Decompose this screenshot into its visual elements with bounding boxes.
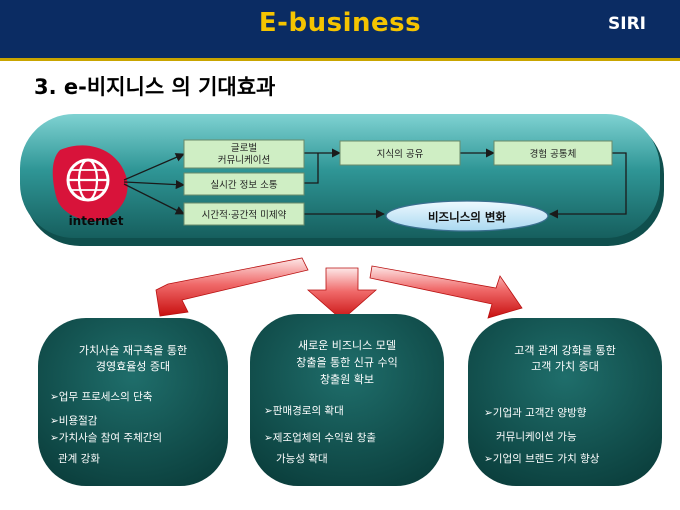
header-divider: [0, 58, 680, 61]
card3-title-line1: 고객 관계 강화를 통한: [514, 344, 616, 357]
internet-globe-icon: [52, 145, 128, 221]
card1-bullet-1: ➢업무 프로세스의 단축: [50, 390, 153, 403]
card2-title-line1: 새로운 비즈니스 모델: [298, 339, 396, 352]
oval-business-change-label: 비즈니스의 변화: [428, 210, 506, 224]
card2-bullet-3: 가능성 확대: [276, 452, 328, 465]
box-knowledge-label: 지식의 공유: [377, 149, 424, 160]
box-spacetime: [183, 202, 305, 226]
red-arrow-left: [155, 257, 309, 317]
box-spacetime-label: 시간적·공간적 미제약: [202, 209, 287, 221]
card-customer-value: [468, 318, 662, 486]
connector-realtime-merge: [304, 153, 319, 184]
card3-bullet-3: ➢기업의 브랜드 가치 향상: [484, 452, 600, 465]
box-realtime-info: [183, 172, 305, 196]
card1-title-line1: 가치사슬 재구축을 통한: [79, 344, 187, 357]
box-knowledge-sharing: [339, 140, 461, 166]
box-realtime-label: 실시간 정보 소통: [210, 180, 277, 191]
header-title: E-business: [258, 8, 422, 38]
card1-bullet-2: ➢비용절감: [50, 414, 98, 427]
internet-label: internet: [69, 214, 124, 228]
oval-business-change: [385, 200, 549, 232]
card2-title-line3: 창출원 확보: [320, 373, 374, 386]
card2-bullet-2: ➢제조업체의 수익원 창출: [264, 431, 376, 444]
header-bar: E-business SIRI: [0, 0, 680, 58]
connector-globe-spacetime: [123, 183, 185, 215]
card3-bullet-2: 커뮤니케이션 가능: [496, 431, 577, 443]
box-global-line2: 커뮤니케이션: [218, 155, 270, 166]
box-global-communication: [183, 139, 305, 169]
red-arrow-center: [306, 267, 378, 321]
card1-bullet-3: ➢가치사슬 참여 주체간의: [50, 432, 162, 444]
card1-title-line2: 경영효율성 증대: [96, 360, 170, 373]
card1-bullet-4: 관계 강화: [58, 453, 100, 465]
connector-globe-realtime: [123, 180, 185, 190]
connector-experience-change: [549, 152, 627, 219]
connector-globe-global: [123, 153, 185, 181]
page-title: 3. e-비지니스 의 기대효과: [34, 75, 276, 99]
card-new-business-model: [250, 314, 444, 486]
box-global-line1: 글로벌: [231, 143, 257, 154]
card-management-efficiency: [38, 318, 228, 486]
card2-bullet-1: ➢판매경로의 확대: [264, 404, 344, 417]
box-experience-label: 경험 공통체: [530, 148, 577, 160]
brand-logo: SIRI: [608, 14, 646, 34]
card3-title-line2: 고객 가치 증대: [531, 360, 599, 373]
card2-title-line2: 창출을 통한 신규 수익: [296, 356, 398, 369]
box-experience-community: [493, 140, 613, 166]
red-arrow-right: [369, 265, 523, 319]
card3-bullet-1: ➢기업과 고객간 양방향: [484, 406, 587, 419]
